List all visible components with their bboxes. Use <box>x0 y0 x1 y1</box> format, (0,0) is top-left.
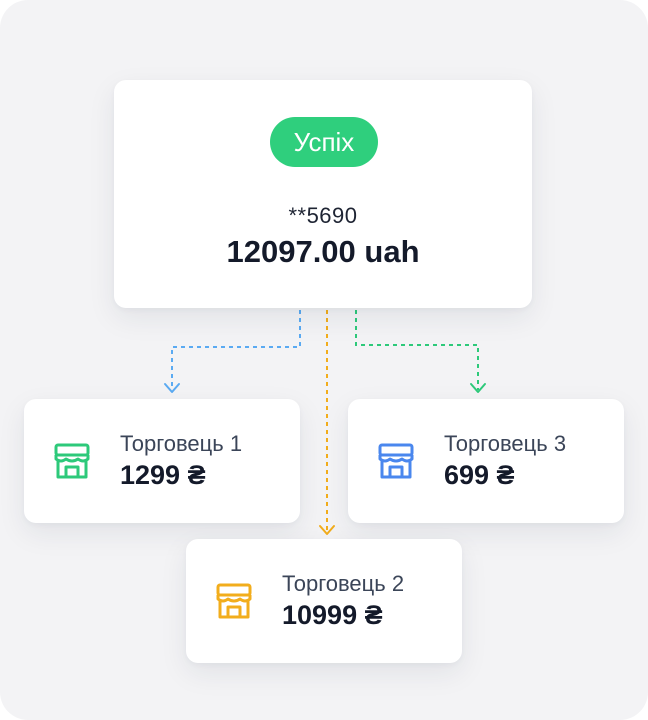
merchant-name: Торговець 1 <box>120 431 243 456</box>
merchant-card-1[interactable]: Торговець 1 1299 ₴ <box>24 399 300 523</box>
merchant-amount: 1299 ₴ <box>120 460 206 490</box>
merchant-name: Торговець 2 <box>282 571 405 596</box>
card-number: **5690 <box>288 203 358 228</box>
connector-merchant-3 <box>355 310 479 390</box>
store-icon <box>216 583 252 619</box>
merchant-amount: 10999 ₴ <box>282 600 383 630</box>
store-icon <box>378 443 414 479</box>
merchant-amount: 699 ₴ <box>444 460 515 490</box>
store-icon <box>54 443 90 479</box>
arrowhead-merchant-2 <box>319 525 335 535</box>
arrowhead-merchant-1 <box>164 383 180 393</box>
arrowhead-merchant-3 <box>470 383 486 393</box>
payment-amount: 12097.00 uah <box>226 234 420 269</box>
payment-card <box>114 80 532 308</box>
status-badge: Успіх <box>270 117 378 167</box>
merchant-card-2[interactable]: Торговець 2 10999 ₴ <box>186 539 462 663</box>
connector-merchant-1 <box>171 310 301 390</box>
merchant-card-3[interactable]: Торговець 3 699 ₴ <box>348 399 624 523</box>
merchant-name: Торговець 3 <box>444 431 567 456</box>
